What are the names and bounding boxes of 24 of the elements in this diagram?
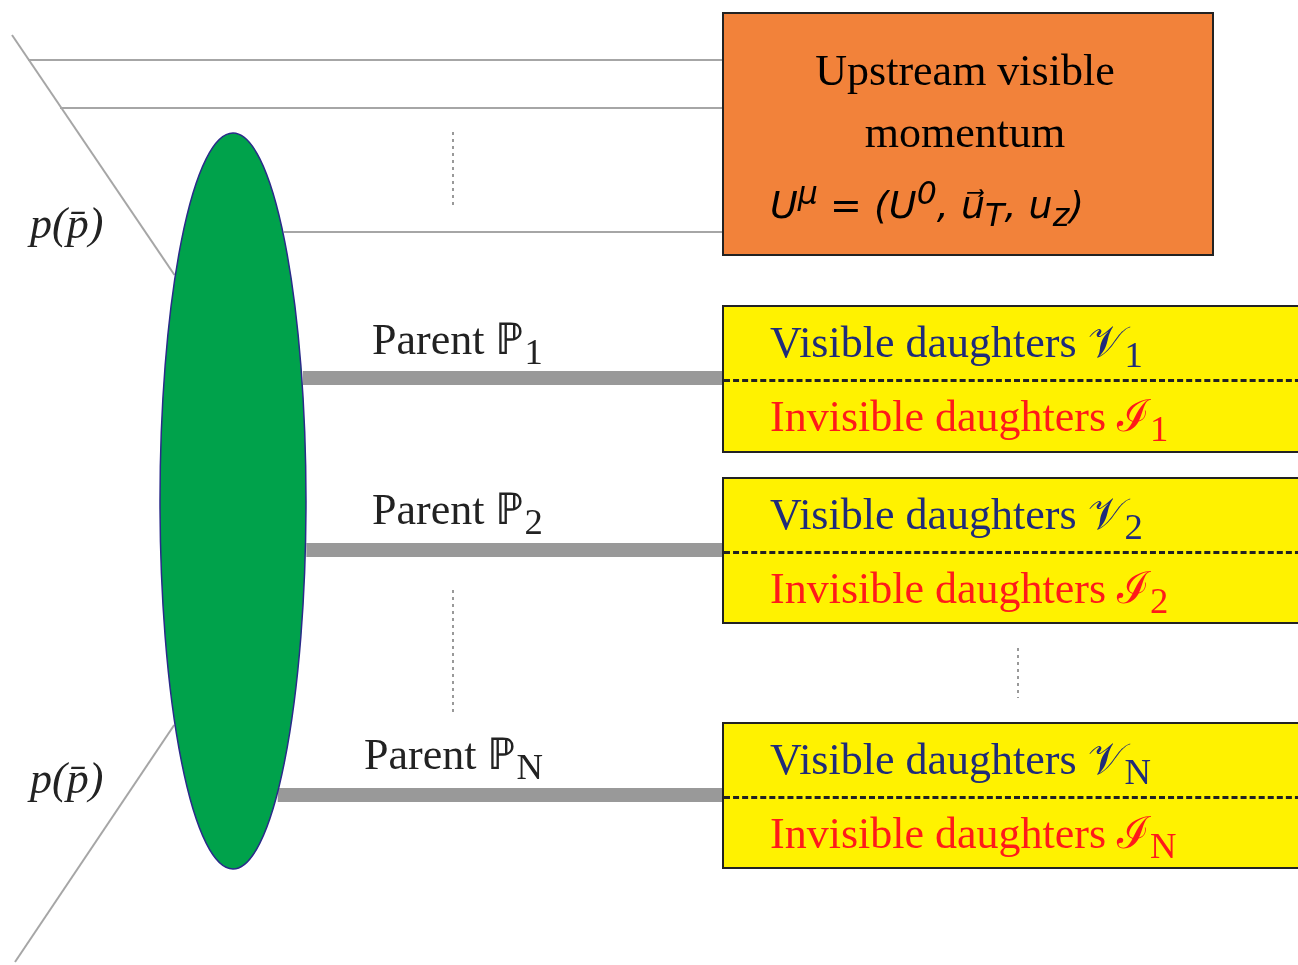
momentum-formula: U$^{μ}$ = (U$^{0}$, u⃗$_{T}$, u$_{z}$) bbox=[770, 178, 1085, 232]
parent-line bbox=[306, 543, 722, 557]
particle-line bbox=[14, 724, 176, 963]
invisible-daughters-label: Invisible daughters ℐ$_{N}$ bbox=[770, 811, 1177, 864]
particle-line bbox=[282, 231, 723, 233]
daughters-box bbox=[722, 477, 1298, 624]
box-heading: Upstream visible momentum bbox=[814, 45, 1116, 159]
interaction-ellipse bbox=[159, 132, 307, 870]
edge-label: Parent ℙ$_{1}$ bbox=[372, 318, 543, 371]
edge-label: Parent ℙ$_{2}$ bbox=[372, 488, 543, 541]
parent-line bbox=[277, 788, 722, 802]
daughters-box bbox=[722, 722, 1298, 869]
invisible-daughters-label: Invisible daughters ℐ$_{2}$ bbox=[770, 566, 1169, 619]
visible-daughters-label: Visible daughters 𝒱$_{1}$ bbox=[770, 321, 1143, 374]
particle-line bbox=[11, 34, 176, 276]
visible-daughters-label: Visible daughters 𝒱$_{2}$ bbox=[770, 493, 1143, 546]
invisible-daughters-label: Invisible daughters ℐ$_{1}$ bbox=[770, 395, 1169, 448]
daughters-box bbox=[722, 305, 1298, 453]
particle-line bbox=[27, 59, 723, 61]
particle-line bbox=[59, 107, 723, 109]
edge-label: Parent ℙ$_{N}$ bbox=[364, 733, 543, 786]
upstream-box bbox=[722, 12, 1214, 256]
parent-line bbox=[302, 371, 722, 385]
visible-daughters-label: Visible daughters 𝒱$_{N}$ bbox=[770, 738, 1151, 791]
